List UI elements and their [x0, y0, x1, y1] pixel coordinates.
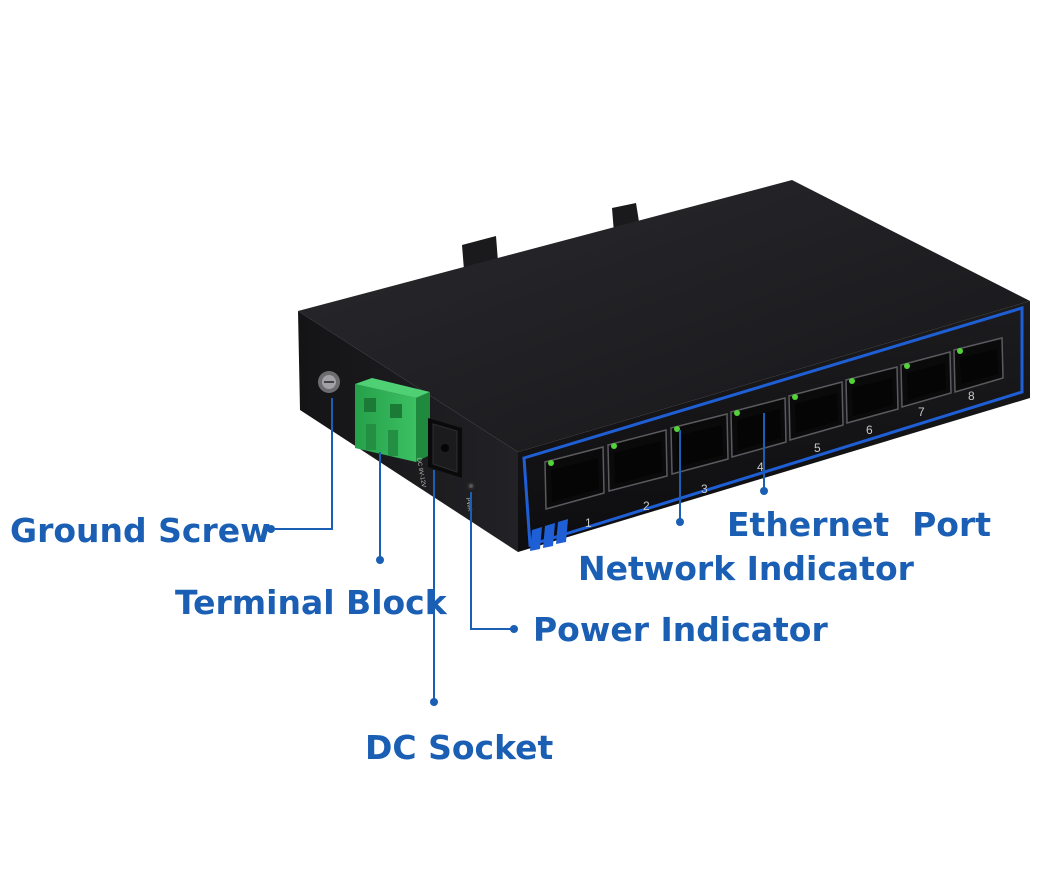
ethernet-port [544, 446, 605, 510]
ethernet-port [845, 366, 899, 424]
port-number: 6 [866, 423, 873, 437]
switch-top-face [298, 180, 1030, 452]
ethernet-port [670, 413, 729, 475]
dc-socket-label: DC Socket [365, 728, 554, 767]
network-led [548, 460, 554, 466]
leader-lines [267, 398, 768, 706]
network-indicator-label: Network Indicator [578, 549, 915, 588]
dc-socket-marking: DC 9V-12V [415, 457, 426, 488]
port-number: 5 [814, 441, 821, 455]
port-number: 2 [643, 499, 650, 513]
ethernet-port [900, 351, 952, 408]
port-number: 1 [585, 516, 592, 530]
ethernet-port [730, 397, 787, 458]
port-numbers: 1 2 3 4 5 6 7 8 [585, 389, 975, 530]
ethernet-port-label: Ethernet Port [727, 505, 991, 544]
ground-screw-label: Ground Screw [10, 511, 271, 550]
ethernet-port [953, 337, 1004, 393]
ethernet-ports [544, 337, 1004, 510]
ground-screw [318, 371, 340, 393]
ethernet-port [607, 429, 668, 492]
power-marking: PWR [464, 497, 472, 512]
network-led [792, 394, 798, 400]
terminal-block-label: Terminal Block [175, 583, 448, 622]
callout-labels: Ground Screw Terminal Block DC Socket Po… [10, 505, 991, 767]
power-indicator-label: Power Indicator [533, 610, 828, 649]
front-stripes [530, 519, 568, 551]
dc-socket [428, 418, 462, 478]
port-number: 4 [757, 460, 764, 474]
port-number: 7 [918, 405, 925, 419]
network-led [957, 348, 963, 354]
network-led [904, 363, 910, 369]
network-led [611, 443, 617, 449]
port-number: 8 [968, 389, 975, 403]
terminal-block [355, 378, 430, 462]
network-led [849, 378, 855, 384]
network-led [734, 410, 740, 416]
network-led [674, 426, 680, 432]
front-blue-trim [522, 305, 1024, 547]
ethernet-port [788, 381, 844, 441]
power-led [467, 482, 475, 490]
port-number: 3 [701, 482, 708, 496]
